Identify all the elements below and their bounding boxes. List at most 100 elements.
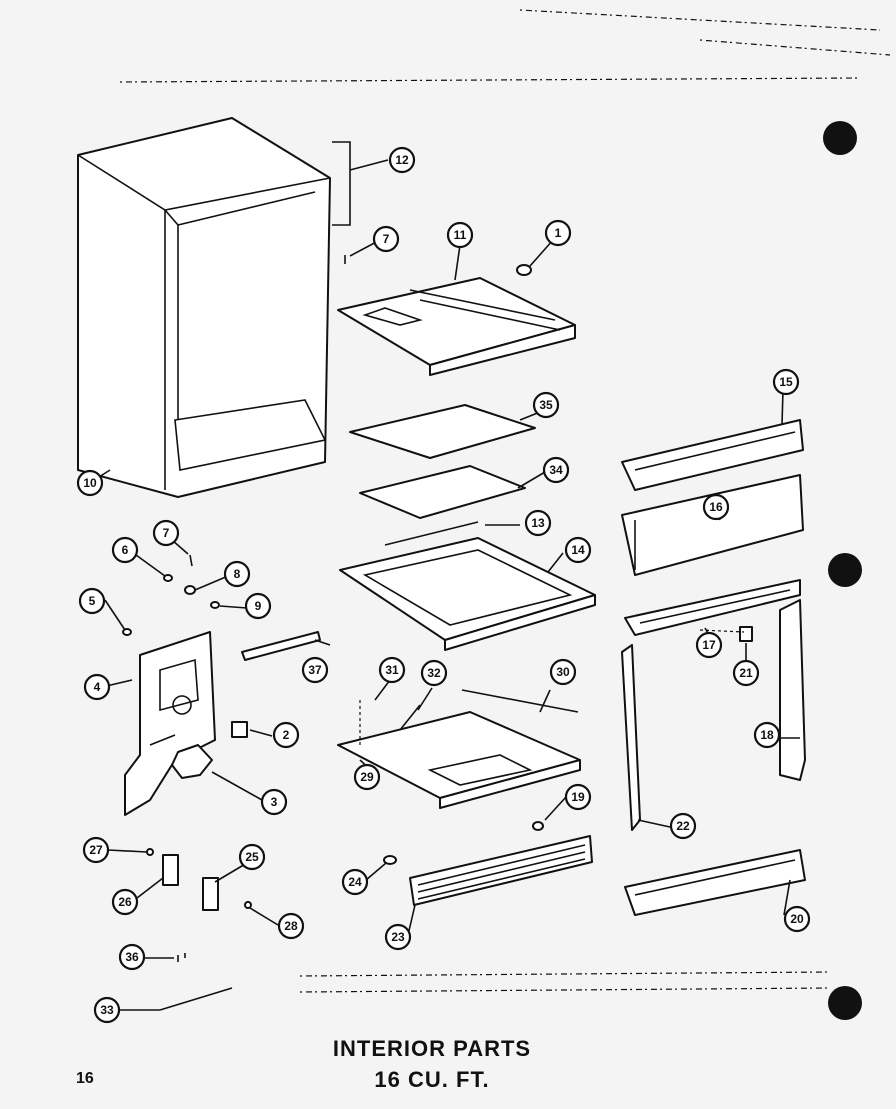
svg-text:4: 4 (94, 680, 101, 694)
gasket-3 (171, 744, 213, 779)
bracket-12 (332, 141, 351, 226)
callout-11: 11 (446, 221, 474, 249)
svg-text:37: 37 (308, 663, 322, 677)
svg-text:19: 19 (571, 790, 585, 804)
callout-20: 20 (783, 905, 811, 933)
callout-22: 22 (669, 812, 697, 840)
screw-36 (177, 953, 186, 962)
door-shelf-16 (621, 474, 804, 576)
wire-33 (159, 987, 233, 1011)
callout-34: 34 (542, 456, 570, 484)
stop-19 (532, 821, 544, 831)
svg-text:28: 28 (284, 919, 298, 933)
callout-7-mid: 7 (152, 519, 180, 547)
washer-6 (163, 574, 173, 582)
page-number: 16 (76, 1070, 94, 1087)
callout-19: 19 (564, 783, 592, 811)
svg-text:3: 3 (271, 795, 278, 809)
svg-text:21: 21 (739, 666, 753, 680)
trim-18 (779, 599, 806, 781)
callout-7-top: 7 (372, 225, 400, 253)
grille-23 (409, 835, 593, 906)
door-shelf-17 (624, 579, 801, 636)
svg-text:24: 24 (348, 875, 362, 889)
svg-text:27: 27 (89, 843, 103, 857)
screw-7b (189, 554, 193, 567)
crisper-cover-29 (337, 711, 581, 809)
callout-30: 30 (549, 658, 577, 686)
svg-text:11: 11 (454, 228, 467, 242)
callout-29: 29 (353, 763, 381, 791)
hinge-26 (162, 854, 179, 886)
svg-text:9: 9 (255, 599, 262, 613)
rod-13 (384, 521, 479, 546)
svg-text:22: 22 (676, 819, 690, 833)
callout-33: 33 (93, 996, 121, 1024)
door-shelf-20 (624, 849, 806, 916)
svg-text:16: 16 (709, 500, 723, 514)
screw-5 (122, 628, 132, 636)
scan-artifacts (119, 9, 891, 993)
screw-28 (244, 901, 252, 909)
trim-22 (621, 644, 641, 831)
svg-text:30: 30 (556, 665, 570, 679)
diagram-title: INTERIOR PARTS (332, 1036, 532, 1061)
svg-text:6: 6 (122, 543, 129, 557)
shelf-stop-1 (516, 264, 532, 276)
callout-36: 36 (118, 943, 146, 971)
callout-1: 1 (544, 219, 572, 247)
svg-text:26: 26 (118, 895, 132, 909)
panel-35 (349, 404, 536, 459)
svg-text:33: 33 (100, 1003, 114, 1017)
callout-2: 2 (272, 721, 300, 749)
top-shelf (337, 277, 576, 376)
binder-hole-bottom (828, 986, 862, 1020)
callout-4: 4 (83, 673, 111, 701)
callout-26: 26 (111, 888, 139, 916)
callout-12: 12 (388, 146, 416, 174)
callout-9: 9 (244, 592, 272, 620)
svg-text:17: 17 (702, 638, 716, 652)
clip-32 (399, 704, 421, 731)
callout-16: 16 (702, 493, 730, 521)
svg-text:12: 12 (395, 153, 409, 167)
svg-text:13: 13 (531, 516, 545, 530)
svg-text:34: 34 (549, 463, 563, 477)
strip-37 (241, 631, 321, 661)
panel-34 (359, 465, 526, 519)
door-shelf-15 (621, 419, 804, 491)
hinge-25 (202, 877, 219, 911)
callout-35: 35 (532, 391, 560, 419)
clip-21 (739, 626, 753, 642)
svg-text:7: 7 (383, 232, 390, 246)
cabinet-liner (77, 117, 331, 498)
callout-14: 14 (564, 536, 592, 564)
svg-text:20: 20 (790, 912, 804, 926)
nut-8 (184, 585, 196, 595)
svg-text:25: 25 (245, 850, 259, 864)
control-bracket-4 (124, 631, 216, 816)
callout-31: 31 (378, 656, 406, 684)
callout-10: 10 (76, 469, 104, 497)
diagram-subtitle: 16 CU. FT. (374, 1067, 490, 1092)
callout-13: 13 (524, 509, 552, 537)
svg-text:29: 29 (360, 770, 374, 784)
svg-text:10: 10 (83, 476, 97, 490)
svg-text:2: 2 (283, 728, 290, 742)
svg-text:7: 7 (163, 526, 170, 540)
svg-text:31: 31 (385, 663, 399, 677)
svg-text:15: 15 (779, 375, 793, 389)
svg-text:23: 23 (391, 930, 405, 944)
callout-8: 8 (223, 560, 251, 588)
callout-18: 18 (753, 721, 781, 749)
svg-text:1: 1 (555, 226, 562, 240)
callout-6: 6 (111, 536, 139, 564)
svg-text:18: 18 (760, 728, 774, 742)
svg-text:5: 5 (89, 594, 96, 608)
binder-hole-middle (828, 553, 862, 587)
callout-24: 24 (341, 868, 369, 896)
frame-14 (339, 537, 596, 651)
stop-24 (383, 855, 397, 865)
callout-23: 23 (384, 923, 412, 951)
